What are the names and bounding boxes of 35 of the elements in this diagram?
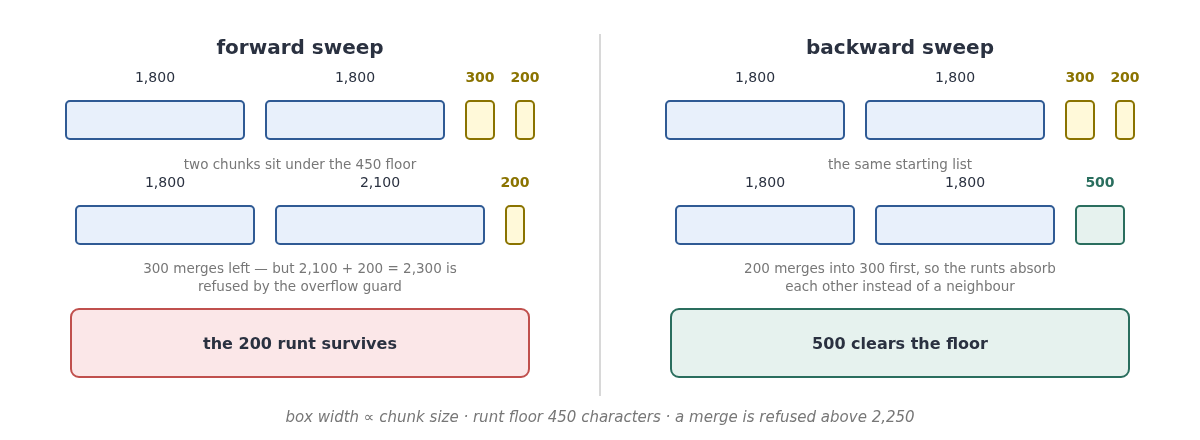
chunk-box (505, 205, 525, 245)
result-text: 500 clears the floor (812, 333, 988, 353)
chunk-box (1115, 100, 1135, 140)
result-text: the 200 runt survives (203, 333, 397, 353)
chunk-box (1075, 205, 1125, 245)
panel-title: forward sweep (215, 34, 385, 60)
result-box (70, 308, 530, 378)
size-label: 1,800 (743, 174, 787, 190)
chunk-box (75, 205, 255, 245)
chunk-box (675, 205, 855, 245)
chunk-box (665, 100, 845, 140)
size-label: 1,800 (333, 69, 377, 85)
size-label: 1,800 (733, 69, 777, 85)
chunk-box (65, 100, 245, 140)
result-box (670, 308, 1130, 378)
chunk-box (1065, 100, 1095, 140)
size-label: 1,800 (933, 69, 977, 85)
caption-text: box width ∝ chunk size · runt floor 450 characters · a merge is refused above 2,250 (284, 408, 916, 426)
size-label: 500 (1084, 174, 1116, 190)
size-label: 1,800 (943, 174, 987, 190)
size-label: 2,100 (358, 174, 402, 190)
note-text: the same starting list (827, 155, 973, 173)
note-text: 200 merges into 300 first, so the runts absorb each other instead of a neighbour (743, 259, 1057, 295)
note-text: two chunks sit under the 450 floor (182, 155, 418, 173)
chunk-box (465, 100, 495, 140)
size-label: 1,800 (133, 69, 177, 85)
chunk-box (265, 100, 445, 140)
size-label: 200 (499, 174, 531, 190)
chunk-box (875, 205, 1055, 245)
chunk-box (275, 205, 485, 245)
note-text: 300 merges left — but 2,100 + 200 = 2,300 is refused by the overflow guard (142, 259, 458, 295)
chunk-box (515, 100, 535, 140)
size-label: 1,800 (143, 174, 187, 190)
panel-title: backward sweep (805, 34, 995, 60)
chunk-box (865, 100, 1045, 140)
